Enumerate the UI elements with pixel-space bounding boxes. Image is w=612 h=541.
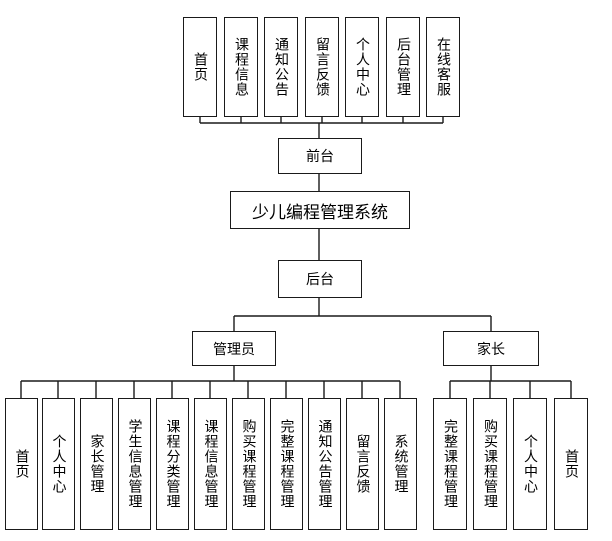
admin-role-node: 管理员 (192, 331, 276, 366)
front-node-online-service: 在线客服 (426, 17, 460, 117)
parent-node-home: 首页 (554, 398, 588, 530)
admin-node-purchase-course: 购买课程管理 (232, 398, 265, 530)
admin-node-system-management: 系统管理 (384, 398, 417, 530)
front-node-personal-center: 个人中心 (345, 17, 379, 117)
admin-node-course-category: 课程分类管理 (156, 398, 189, 530)
front-end-node: 前台 (278, 138, 362, 174)
system-title-node: 少儿编程管理系统 (230, 191, 410, 229)
admin-node-home: 首页 (5, 398, 38, 530)
admin-node-personal-center: 个人中心 (42, 398, 75, 530)
admin-node-parent-management: 家长管理 (80, 398, 113, 530)
parent-node-purchase-course: 购买课程管理 (473, 398, 507, 530)
parent-role-node: 家长 (443, 331, 539, 366)
admin-node-feedback: 留言反馈 (346, 398, 379, 530)
parent-node-personal-center: 个人中心 (513, 398, 547, 530)
admin-node-complete-course: 完整课程管理 (270, 398, 303, 530)
back-end-node: 后台 (278, 260, 362, 298)
front-node-feedback: 留言反馈 (305, 17, 339, 117)
parent-node-complete-course: 完整课程管理 (433, 398, 467, 530)
front-node-home: 首页 (183, 17, 217, 117)
front-node-admin-entry: 后台管理 (386, 17, 420, 117)
admin-node-notice-management: 通知公告管理 (308, 398, 341, 530)
admin-node-student-info: 学生信息管理 (118, 398, 151, 530)
front-node-notice: 通知公告 (264, 17, 298, 117)
admin-node-course-info: 课程信息管理 (194, 398, 227, 530)
front-node-course-info: 课程信息 (224, 17, 258, 117)
